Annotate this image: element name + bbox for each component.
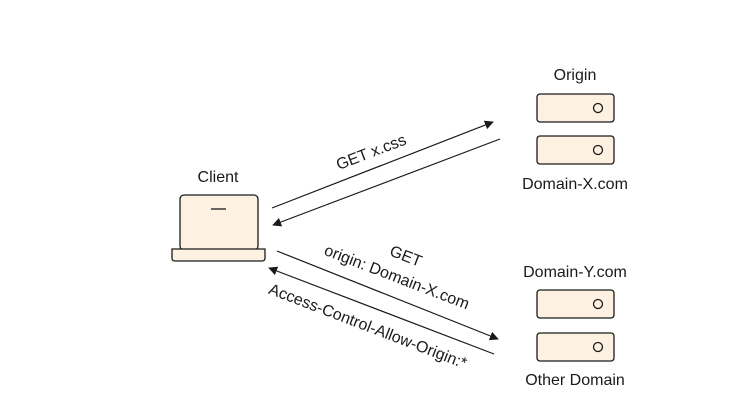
same-origin-request-arrow	[271, 120, 494, 209]
server-icon	[536, 332, 615, 362]
cross-origin-request-arrow	[276, 250, 499, 341]
domain-y-label: Domain-Y.com	[523, 264, 627, 281]
client-label: Client	[198, 169, 239, 186]
server-icon	[536, 93, 615, 123]
other-domain-node: Domain-Y.com Other Domain	[523, 264, 627, 389]
origin-label: Origin	[554, 67, 597, 84]
domain-x-label: Domain-X.com	[522, 176, 628, 193]
laptop-icon	[171, 194, 266, 262]
origin-node: Origin Domain-X.com	[522, 67, 628, 193]
server-icon	[536, 135, 615, 165]
same-origin-request-label: GET x.css	[334, 132, 409, 174]
cross-origin-response-arrow	[268, 266, 495, 355]
other-domain-label: Other Domain	[525, 372, 625, 389]
server-icon	[536, 289, 615, 319]
client-node: Client	[171, 169, 266, 262]
same-origin-response-arrow	[272, 138, 501, 227]
